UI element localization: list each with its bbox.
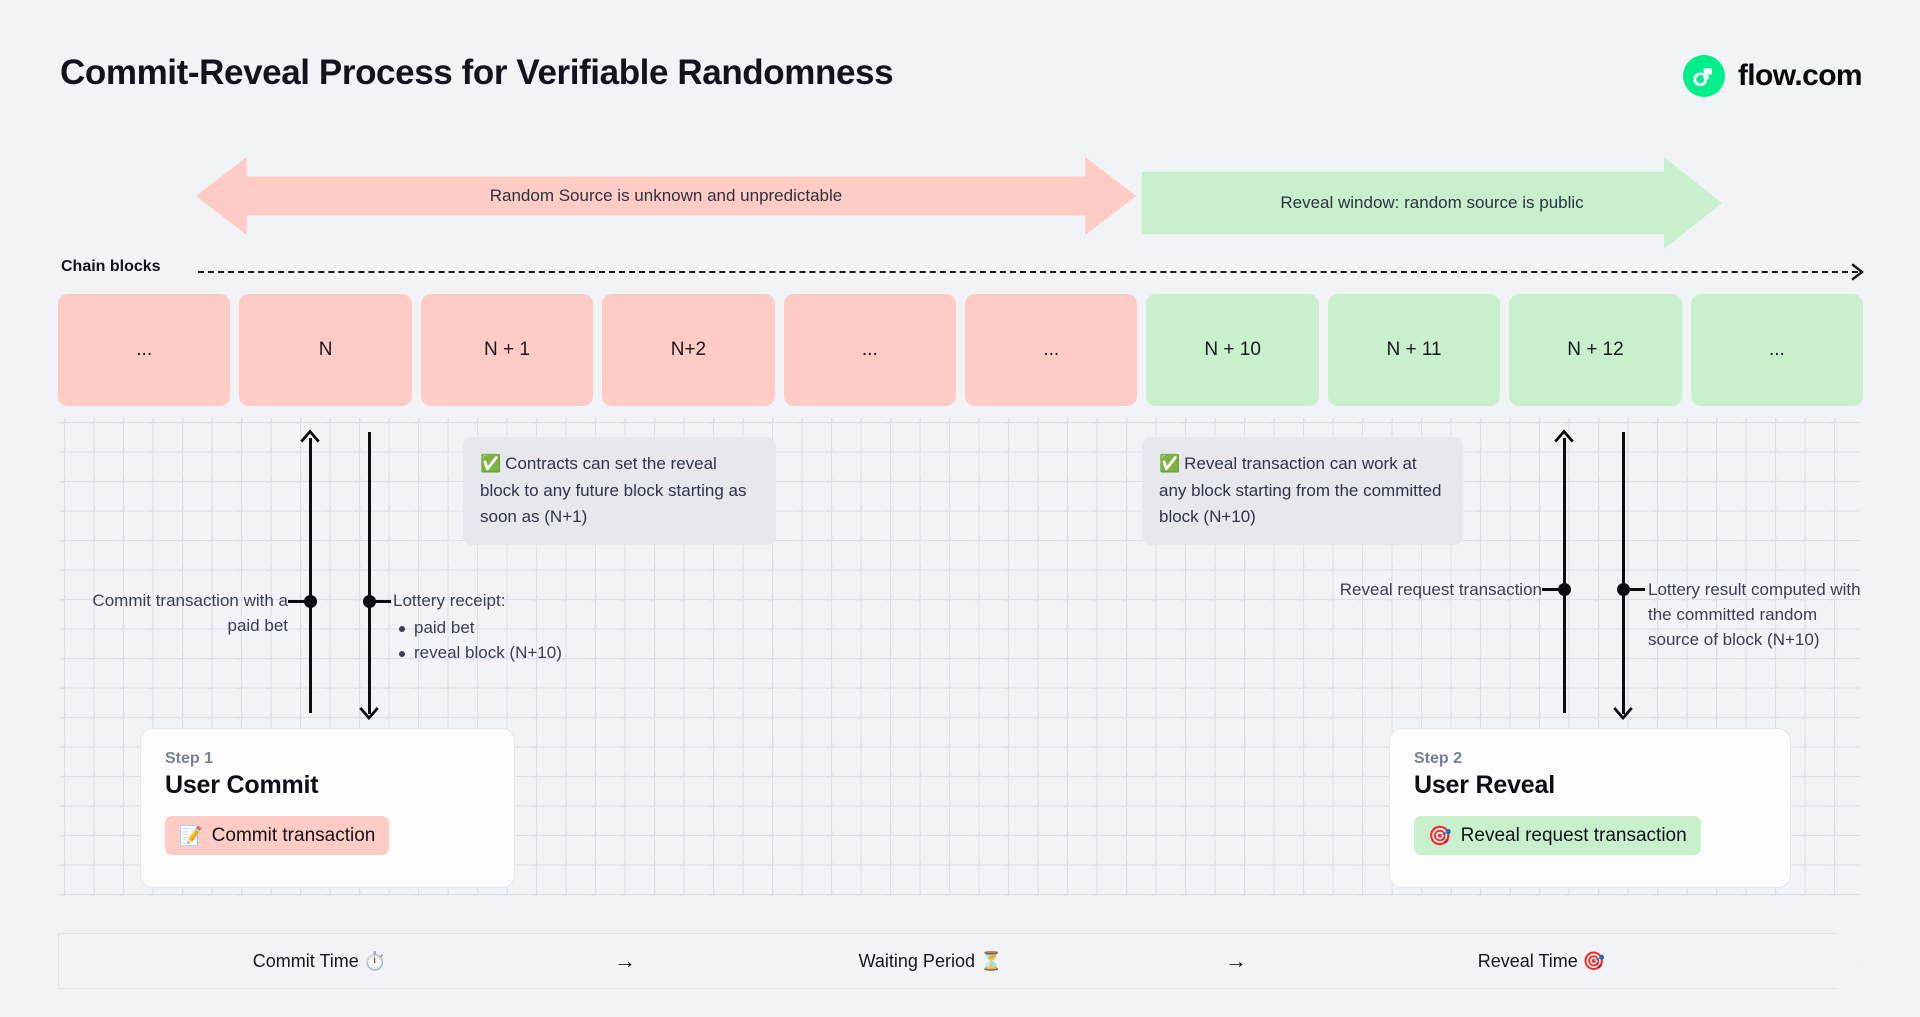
timeline-segment-waiting-period: Waiting Period ⏳: [670, 951, 1191, 972]
lottery-receipt-dot: [363, 595, 376, 608]
reveal-request-transaction-chip-label: Reveal request transaction: [1460, 824, 1687, 846]
timeline-segment-reveal-time: Reveal Time 🎯: [1281, 951, 1802, 972]
annotation-lottery-receipt: Lottery receipt: paid bet reveal block (…: [393, 589, 673, 666]
step-2-kicker: Step 2: [1414, 750, 1463, 767]
chain-axis-dashed-line: [198, 271, 1858, 273]
lottery-receipt-arrow-line: [368, 432, 371, 714]
step-1-title: User Commit: [165, 771, 319, 799]
commit-transaction-arrow-line: [309, 438, 312, 713]
chain-block[interactable]: ...: [783, 294, 957, 406]
reveal-request-dot: [1558, 583, 1571, 596]
timeline-segment-waiting-period-label: Waiting Period: [858, 950, 975, 971]
annotation-lottery-result: Lottery result computed with the committ…: [1648, 578, 1870, 653]
page-title: Commit-Reveal Process for Verifiable Ran…: [60, 53, 894, 92]
timeline-segment-reveal-time-label: Reveal Time: [1477, 950, 1578, 971]
timeline-separator-2-icon: →: [1225, 948, 1247, 973]
reveal-request-arrow-head-icon: [1553, 428, 1575, 450]
lottery-result-connector: [1623, 588, 1645, 591]
chain-block[interactable]: N + 10: [1146, 294, 1319, 406]
commit-transaction-dot: [304, 595, 317, 608]
reveal-request-transaction-chip[interactable]: 🎯 Reveal request transaction: [1414, 816, 1701, 855]
direct-hit-emoji: 🎯: [1428, 825, 1452, 847]
lottery-receipt-arrow-head-icon: [358, 700, 380, 722]
chain-block[interactable]: N + 11: [1327, 294, 1501, 406]
annotation-commit-transaction: Commit transaction with a paid bet: [60, 589, 288, 639]
chain-axis-arrow-icon: [1850, 262, 1866, 282]
annotation-lottery-result-text: Lottery result computed with the committ…: [1648, 580, 1861, 649]
chain-block[interactable]: N + 1: [420, 294, 594, 406]
phase-banner-reveal-label: Reveal window: random source is public: [1280, 193, 1584, 212]
lottery-result-arrow-line: [1622, 432, 1625, 714]
brand-name: flow.com: [1737, 59, 1863, 92]
commit-transaction-chip[interactable]: 📝 Commit transaction: [165, 816, 390, 855]
chain-block[interactable]: N: [239, 294, 412, 406]
callout-commit-block-text: Contracts can set the reveal block to an…: [480, 454, 747, 526]
callout-reveal-block-text: Reveal transaction can work at any block…: [1159, 454, 1442, 526]
direct-hit-emoji: 🎯: [1582, 950, 1606, 972]
bottom-timeline-bar: Commit Time ⏱️ → Waiting Period ⏳ → Reve…: [58, 933, 1863, 989]
flow-logo-icon: [1682, 55, 1725, 97]
phase-banner-unknown-label: Random Source is unknown and unpredictab…: [489, 186, 843, 205]
timeline-separator-1-icon: →: [614, 948, 636, 973]
annotation-lottery-receipt-title: Lottery receipt:: [393, 591, 506, 610]
chain-block[interactable]: ...: [1690, 294, 1864, 406]
reveal-request-connector: [1542, 588, 1564, 591]
annotation-lottery-receipt-list: paid bet reveal block (N+10): [393, 616, 673, 666]
step-2-title: User Reveal: [1414, 771, 1555, 799]
commit-transaction-chip-label: Commit transaction: [211, 824, 376, 846]
check-mark-button-emoji: ✅: [1159, 454, 1181, 474]
step-1-kicker: Step 1: [165, 750, 214, 767]
lottery-result-arrow-head-icon: [1612, 700, 1634, 722]
commit-transaction-connector: [288, 600, 310, 603]
list-item: paid bet: [393, 616, 673, 641]
callout-commit-block: ✅Contracts can set the reveal block to a…: [463, 437, 776, 546]
brand-logo: flow.com: [1682, 55, 1863, 97]
hourglass-emoji: ⏳: [979, 950, 1003, 972]
step-card-user-commit[interactable]: Step 1 User Commit 📝 Commit transaction: [140, 728, 515, 888]
timeline-segment-commit-time-label: Commit Time: [252, 950, 359, 971]
check-mark-button-emoji: ✅: [480, 454, 502, 474]
chain-blocks-label: Chain blocks: [61, 258, 161, 275]
lottery-result-dot: [1617, 583, 1630, 596]
phase-banner-reveal: Reveal window: random source is public: [1142, 157, 1722, 249]
reveal-request-arrow-line: [1563, 438, 1566, 713]
phase-banner-unknown: Random Source is unknown and unpredictab…: [196, 157, 1136, 235]
lottery-receipt-connector: [369, 600, 391, 603]
chain-block[interactable]: ...: [965, 294, 1138, 406]
stopwatch-emoji: ⏱️: [363, 950, 387, 972]
chain-block[interactable]: ...: [58, 294, 231, 406]
list-item: reveal block (N+10): [393, 641, 673, 666]
step-card-user-reveal[interactable]: Step 2 User Reveal 🎯 Reveal request tran…: [1389, 728, 1791, 888]
annotation-commit-transaction-text: Commit transaction with a paid bet: [92, 591, 288, 635]
timeline-segment-commit-time: Commit Time ⏱️: [59, 951, 580, 972]
commit-transaction-arrow-head-icon: [299, 428, 321, 450]
annotation-reveal-request: Reveal request transaction: [1330, 578, 1542, 603]
chain-block[interactable]: N + 12: [1509, 294, 1682, 406]
callout-reveal-block: ✅Reveal transaction can work at any bloc…: [1142, 437, 1463, 546]
memo-emoji: 📝: [179, 825, 203, 847]
chain-blocks-row: ... N N + 1 N+2 ... ... N + 10 N + 11 N …: [58, 294, 1864, 406]
chain-block[interactable]: N+2: [602, 294, 775, 406]
annotation-reveal-request-text: Reveal request transaction: [1339, 580, 1542, 599]
